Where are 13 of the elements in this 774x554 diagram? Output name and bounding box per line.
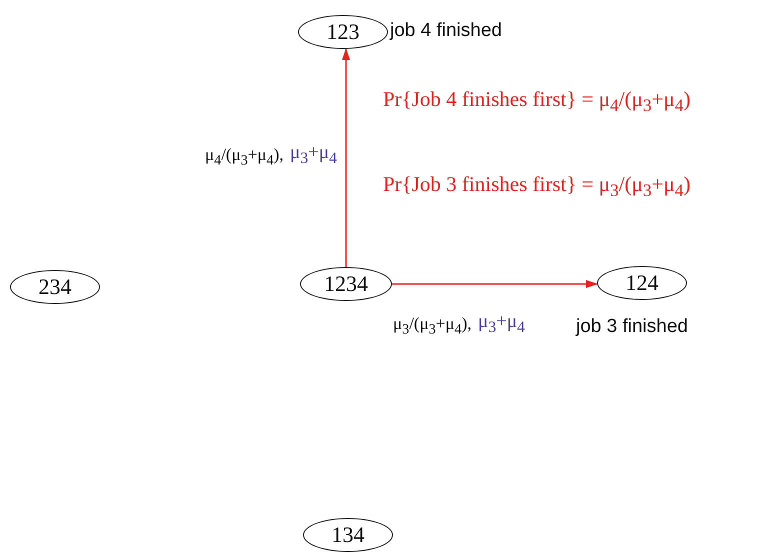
state-label: 124 [626, 270, 658, 296]
state-label: 1234 [324, 271, 368, 297]
state-label: 234 [38, 274, 72, 300]
probability-label: μ$_{4}$/(μ$_{3}$+μ$_{4}$), [205, 145, 284, 170]
transition-arrow [342, 48, 350, 267]
probability-label: μ$_{3}$/(μ$_{3}$+μ$_{4}$), [393, 314, 472, 338]
state-label: 123 [326, 19, 360, 45]
probability-formula: Pr{Job 4 finishes first} = μ$_{4}$/(μ$_{3}$+μ$_{4}$) [383, 87, 690, 116]
state-label: 134 [332, 522, 364, 548]
probability-formula: Pr{Job 3 finishes first} = μ$_{3}$/(μ$_{3}$+μ$_{4}$) [383, 172, 690, 202]
transition-arrow [392, 280, 598, 288]
transition-note: job 4 finished [390, 20, 502, 42]
transition-note: job 3 finished [576, 316, 688, 338]
